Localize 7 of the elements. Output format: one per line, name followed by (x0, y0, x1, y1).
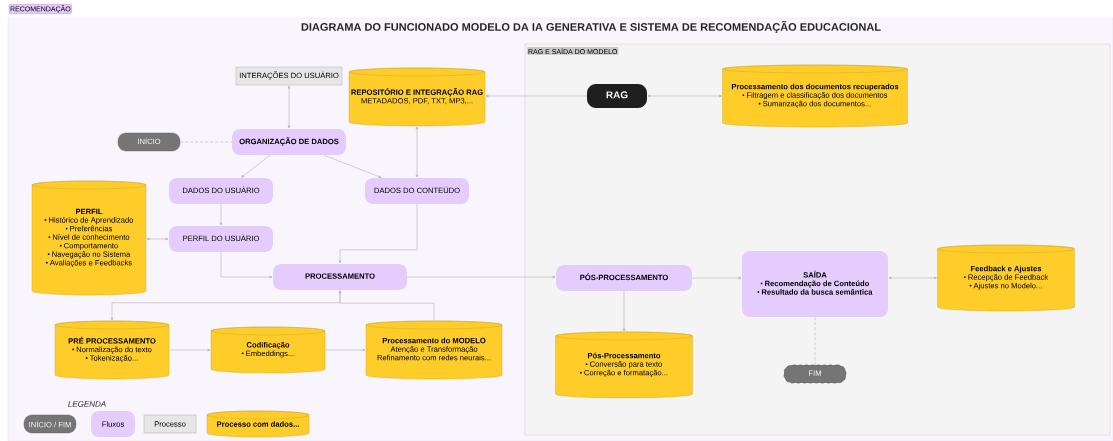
arrow (220, 251, 273, 279)
legend-title: LEGENDA (68, 401, 106, 407)
arrow (323, 154, 382, 178)
arrow (338, 203, 418, 264)
title: DIAGRAMA DO FUNCIONADO MODELO DA IA GENERATIVA E SISTEMA DE RECOMENDAÇÃO EDUCACIONAL (301, 20, 881, 33)
arrow (241, 154, 271, 178)
arrow (338, 290, 435, 322)
